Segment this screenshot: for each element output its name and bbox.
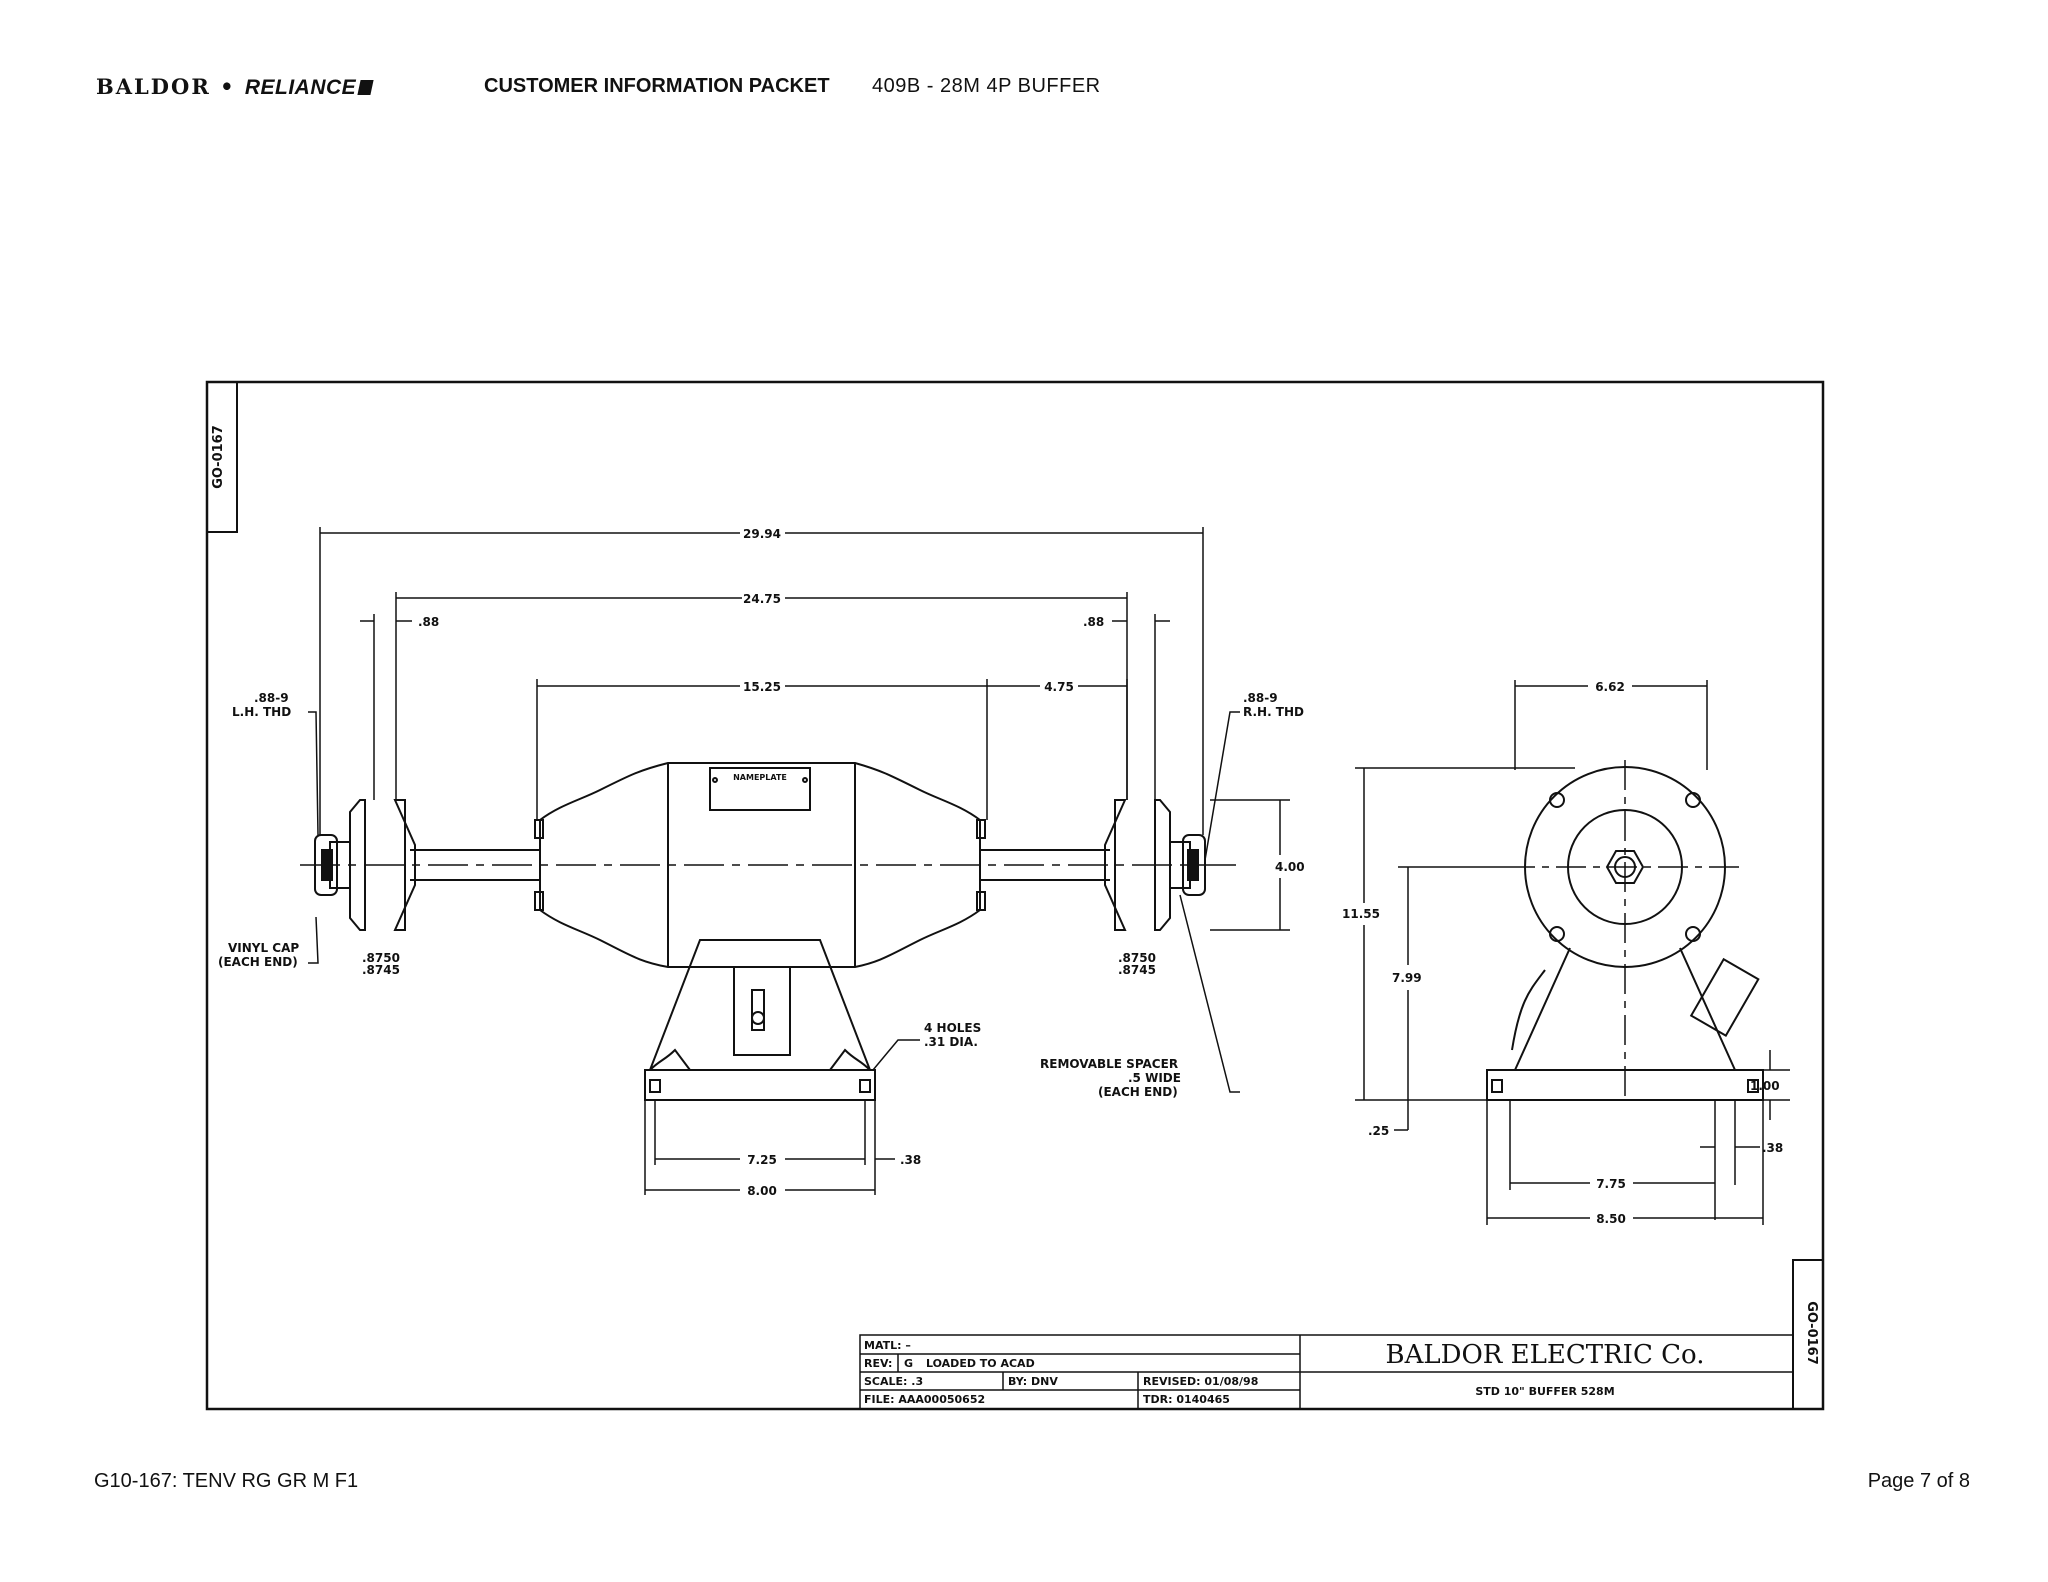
tb-matl: MATL: – — [864, 1339, 911, 1352]
note-holes-2: .31 DIA. — [924, 1035, 978, 1049]
note-shaft-left-2: .8745 — [362, 963, 400, 977]
dim-flange-left: .88 — [418, 615, 439, 629]
note-rh-thread-1: .88-9 — [1243, 691, 1278, 705]
note-shaft-right-2: .8745 — [1118, 963, 1156, 977]
front-dimensions — [308, 527, 1290, 1195]
note-spacer-2: .5 WIDE — [1128, 1071, 1181, 1085]
side-base — [1486, 1069, 1764, 1101]
dim-side-center-height: 7.99 — [1392, 971, 1422, 985]
note-holes-1: 4 HOLES — [924, 1021, 981, 1035]
note-spacer-3: (EACH END) — [1098, 1085, 1178, 1099]
dim-side-base-width: 8.50 — [1596, 1212, 1626, 1226]
tb-rev: G — [904, 1357, 913, 1370]
dim-flange-right: .88 — [1083, 615, 1104, 629]
front-view: NAMEPLATE — [300, 762, 1240, 1101]
dim-base-width: 8.00 — [747, 1184, 777, 1198]
drawing-number-top: GO-0167 — [211, 425, 226, 489]
side-view — [1486, 760, 1764, 1101]
conduit-box — [1689, 957, 1760, 1037]
tb-revised: REVISED: 01/08/98 — [1143, 1375, 1258, 1388]
title-block — [859, 1334, 1794, 1410]
nameplate-label: NAMEPLATE — [733, 773, 787, 782]
side-dimensions — [1355, 680, 1790, 1225]
dim-side-height: 11.55 — [1342, 907, 1380, 921]
page-number: Page 7 of 8 — [1867, 1470, 1970, 1492]
tb-rev-desc: LOADED TO ACAD — [926, 1357, 1035, 1370]
dim-side-width-top: 6.62 — [1595, 680, 1625, 694]
note-rh-thread-2: R.H. THD — [1243, 705, 1304, 719]
nameplate-box — [709, 767, 811, 811]
tb-rev-label: REV: — [864, 1357, 892, 1370]
dim-side-hole-offset: .38 — [1762, 1141, 1783, 1155]
note-lh-thread-2: L.H. THD — [232, 705, 291, 719]
note-shaft-left-1: .8750 — [362, 951, 400, 965]
note-shaft-right-1: .8750 — [1118, 951, 1156, 965]
document-id: G10-167: TENV RG GR M F1 — [94, 1470, 359, 1492]
dim-base-hole-span: 7.25 — [747, 1153, 777, 1167]
dim-wheel-dia: 4.00 — [1275, 860, 1305, 874]
dim-side-hole-span: 7.75 — [1596, 1177, 1626, 1191]
dim-housing: 15.25 — [743, 680, 781, 694]
dim-side-base-height: .25 — [1368, 1124, 1389, 1138]
logo-reliance: RELIANCE — [244, 76, 357, 99]
tb-tdr: TDR: 0140465 — [1143, 1393, 1230, 1406]
pedestal — [648, 939, 872, 1071]
drawing-number-bottom: GO-0167 — [1804, 1301, 1819, 1365]
left-nut — [314, 834, 338, 896]
note-lh-thread-1: .88-9 — [254, 691, 289, 705]
logo-baldor: BALDOR — [96, 74, 211, 99]
dim-between-flanges: 24.75 — [743, 592, 781, 606]
tb-description: STD 10" BUFFER 528M — [1475, 1385, 1614, 1398]
drawing-frame — [205, 380, 1825, 1411]
tb-company: BALDOR ELECTRIC Co. — [1386, 1340, 1705, 1370]
dim-side-foot-height: 1.00 — [1750, 1079, 1780, 1093]
drawing-number-box-top — [206, 381, 238, 533]
dim-base-hole-offset: .38 — [900, 1153, 921, 1167]
model-title: 409B - 28M 4P BUFFER — [872, 75, 1101, 97]
brand-logo: BALDOR • RELIANCE — [96, 72, 374, 102]
note-spacer-1: REMOVABLE SPACER — [1040, 1057, 1178, 1071]
right-nut — [1182, 834, 1206, 896]
tb-by: BY: DNV — [1008, 1375, 1058, 1388]
tb-scale: SCALE: .3 — [864, 1375, 923, 1388]
tb-file: FILE: AAA00050652 — [864, 1393, 985, 1406]
logo-dot: • — [220, 74, 236, 99]
logo-text: BALDOR • RELIANCE — [96, 74, 374, 100]
front-base — [644, 1069, 876, 1101]
dim-overall: 29.94 — [743, 527, 781, 541]
dim-shaft-ext: 4.75 — [1044, 680, 1074, 694]
packet-title: CUSTOMER INFORMATION PACKET — [484, 75, 830, 97]
note-vinyl-2: (EACH END) — [218, 955, 298, 969]
note-vinyl-1: VINYL CAP — [228, 941, 299, 955]
